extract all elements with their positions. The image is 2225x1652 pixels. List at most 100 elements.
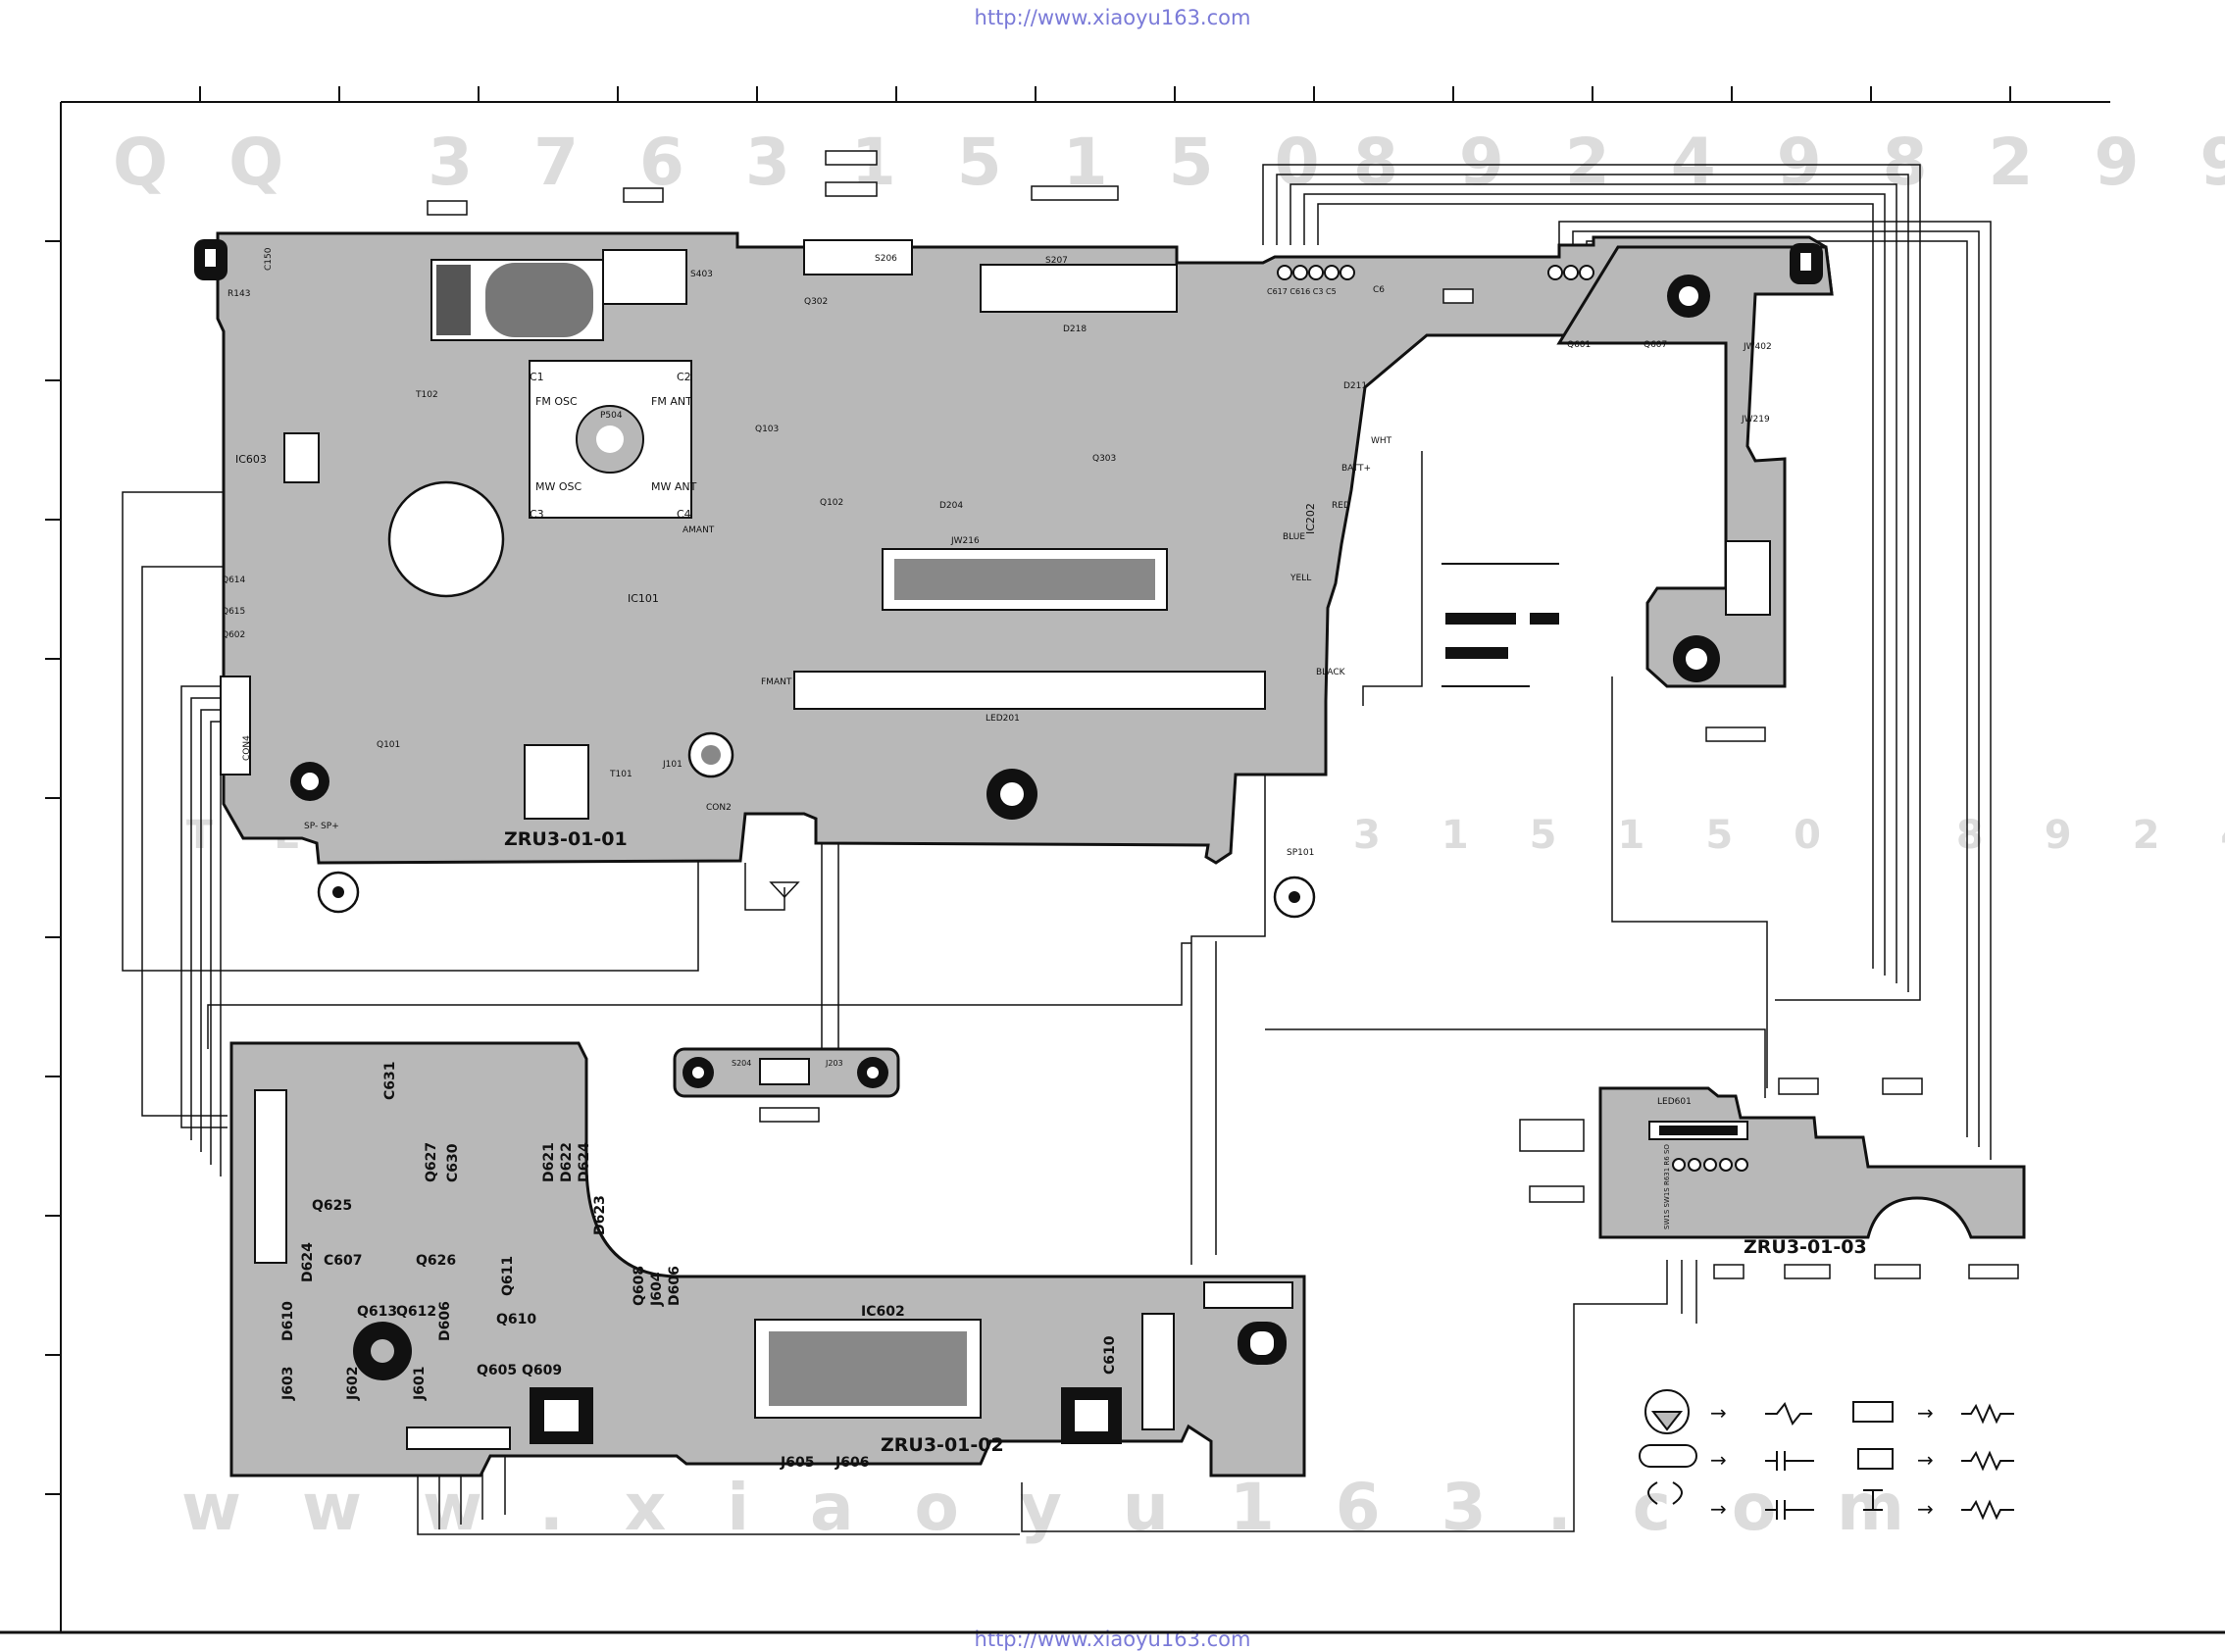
legend-arrow-3: →	[1710, 1497, 1727, 1521]
label-j606: J606	[834, 1455, 869, 1471]
amp-board: ZRU3-01-02	[229, 1041, 1306, 1477]
watermark-www: www.xiaoyu163.com	[181, 1470, 1965, 1545]
label-ic602: IC602	[861, 1304, 905, 1320]
label-ic101: IC101	[628, 592, 659, 605]
label-q627: Q627	[424, 1142, 439, 1182]
board-name-amp: ZRU3-01-02	[881, 1434, 1004, 1456]
label-j604: J604	[649, 1272, 665, 1307]
label-yell: YELL	[1289, 574, 1311, 583]
label-q626: Q626	[416, 1253, 456, 1269]
label-q102: Q102	[820, 498, 843, 508]
legend-arrow-4: →	[1917, 1401, 1934, 1425]
led-board: LED601 SW1S SW1S R631 R6 SO ZRU3-01-03	[1519, 1077, 2026, 1279]
label-ic603: IC603	[235, 453, 267, 466]
label-c4: C4	[677, 508, 691, 521]
label-d624-b: D624	[300, 1242, 316, 1282]
label-s403: S403	[690, 270, 713, 279]
label-d622: D622	[559, 1142, 575, 1182]
label-q608: Q608	[632, 1266, 647, 1306]
label-jw216: JW216	[950, 536, 980, 546]
label-r143: R143	[228, 289, 250, 299]
label-q601: Q601	[1567, 340, 1591, 350]
label-t102: T102	[415, 390, 438, 400]
legend-arrow-1: →	[1710, 1401, 1727, 1425]
label-j203: J203	[825, 1059, 843, 1068]
label-j605: J605	[780, 1455, 814, 1471]
label-q602: Q602	[222, 630, 245, 640]
label-s204: S204	[732, 1059, 751, 1068]
label-d606: D606	[437, 1301, 453, 1341]
label-s206: S206	[875, 254, 897, 264]
label-q613: Q613	[357, 1304, 397, 1320]
label-d623: D623	[592, 1195, 608, 1235]
label-sp: SP- SP+	[304, 822, 339, 831]
label-d211: D211	[1343, 381, 1367, 391]
label-sw: SW1S SW1S R631 R6 SO	[1663, 1144, 1671, 1229]
header-url[interactable]: http://www.xiaoyu163.com	[974, 6, 1251, 29]
label-black: BLACK	[1316, 668, 1346, 677]
label-d606-b: D606	[667, 1266, 683, 1306]
label-c1: C1	[530, 371, 544, 383]
board-name-led: ZRU3-01-03	[1744, 1236, 1867, 1258]
label-sp101: SP101	[1287, 848, 1314, 858]
wiring	[122, 164, 1992, 1535]
label-q612: Q612	[396, 1304, 436, 1320]
label-d624: D624	[577, 1142, 592, 1182]
legend-arrow-6: →	[1917, 1497, 1934, 1521]
label-q615: Q615	[222, 607, 245, 617]
amp-board-labels: C631 Q625 Q627 C630 D621 D622 D624 D623 …	[280, 1062, 1118, 1472]
label-led601: LED601	[1657, 1097, 1692, 1107]
label-t101: T101	[609, 770, 632, 779]
label-c2: C2	[677, 371, 691, 383]
label-s207: S207	[1045, 256, 1068, 266]
label-q101: Q101	[377, 740, 400, 750]
label-blue: BLUE	[1283, 532, 1305, 542]
label-mw-osc: MW OSC	[535, 480, 582, 493]
label-c630: C630	[445, 1143, 461, 1182]
connector-pads	[1277, 265, 1594, 280]
label-fmant: FMANT	[761, 677, 792, 687]
label-j602: J602	[345, 1367, 361, 1401]
legend-arrow-5: →	[1917, 1448, 1934, 1472]
label-q609: Q609	[522, 1363, 562, 1378]
label-c617: C617 C616 C3 C5	[1267, 287, 1337, 296]
switch-board: S204 J203	[673, 1047, 900, 1123]
watermark-qq: QQ 376315150	[113, 125, 1381, 200]
ruler-ticks	[45, 86, 2011, 1495]
label-c631: C631	[382, 1062, 398, 1101]
label-con2: CON2	[706, 803, 732, 813]
label-d610: D610	[280, 1301, 296, 1341]
board-name-main: ZRU3-01-01	[504, 828, 628, 850]
label-p504: P504	[600, 411, 623, 421]
label-c607: C607	[324, 1253, 363, 1269]
label-red: RED	[1332, 501, 1350, 511]
legend-arrow-2: →	[1710, 1448, 1727, 1472]
label-amant: AMANT	[683, 526, 715, 535]
label-d204: D204	[939, 501, 963, 511]
label-jw402: JW402	[1743, 342, 1772, 352]
label-d621: D621	[541, 1142, 557, 1182]
legend-arrows: → → → → → →	[1710, 1401, 1934, 1521]
label-c3: C3	[530, 508, 544, 521]
symbol-legend	[1639, 1389, 2014, 1521]
label-q625: Q625	[312, 1198, 352, 1214]
label-mw-ant: MW ANT	[651, 480, 697, 493]
main-board	[194, 150, 1834, 919]
label-q610: Q610	[496, 1312, 536, 1327]
label-d218: D218	[1063, 325, 1087, 334]
label-con4: CON4	[242, 735, 252, 761]
label-q302: Q302	[804, 297, 828, 307]
watermark-digits: 315150 892498299	[1353, 813, 2225, 858]
label-j601: J601	[412, 1367, 428, 1401]
label-ic202: IC202	[1304, 503, 1317, 534]
label-j101: J101	[662, 760, 683, 770]
label-q611: Q611	[500, 1256, 516, 1296]
label-q303: Q303	[1092, 454, 1116, 464]
label-q605: Q605	[477, 1363, 517, 1378]
label-q103: Q103	[755, 425, 779, 434]
label-q607: Q607	[1643, 340, 1667, 350]
label-c6: C6	[1373, 285, 1385, 295]
label-wht: WHT	[1371, 436, 1392, 446]
main-board-labels: FM OSC FM ANT MW OSC MW ANT C1 C2 C3 C4 …	[222, 247, 1772, 858]
